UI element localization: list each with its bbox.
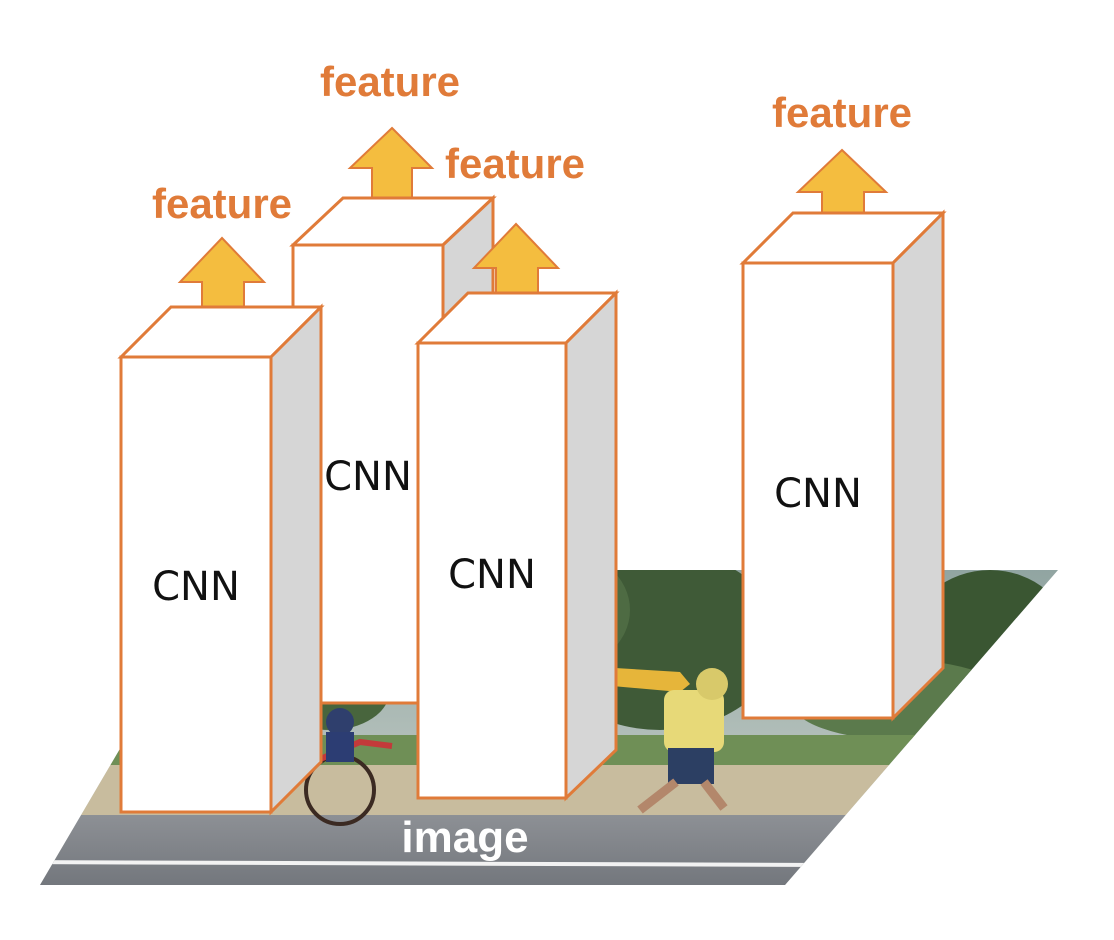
cnn-label-3: CNN	[448, 552, 536, 598]
image-label: image	[401, 813, 528, 862]
cnn-column-3: CNN feature	[414, 140, 620, 802]
cnn-column-4: CNN feature	[739, 89, 947, 722]
cnn-label-2: CNN	[324, 454, 412, 500]
cnn-label-1: CNN	[152, 564, 240, 610]
feature-label-2: feature	[320, 58, 460, 105]
cnn-label-4: CNN	[774, 471, 862, 517]
feature-label-4: feature	[772, 89, 912, 136]
cnn-column-1: CNN feature	[117, 180, 325, 816]
feature-label-1: feature	[152, 180, 292, 227]
feature-label-3: feature	[445, 140, 585, 187]
